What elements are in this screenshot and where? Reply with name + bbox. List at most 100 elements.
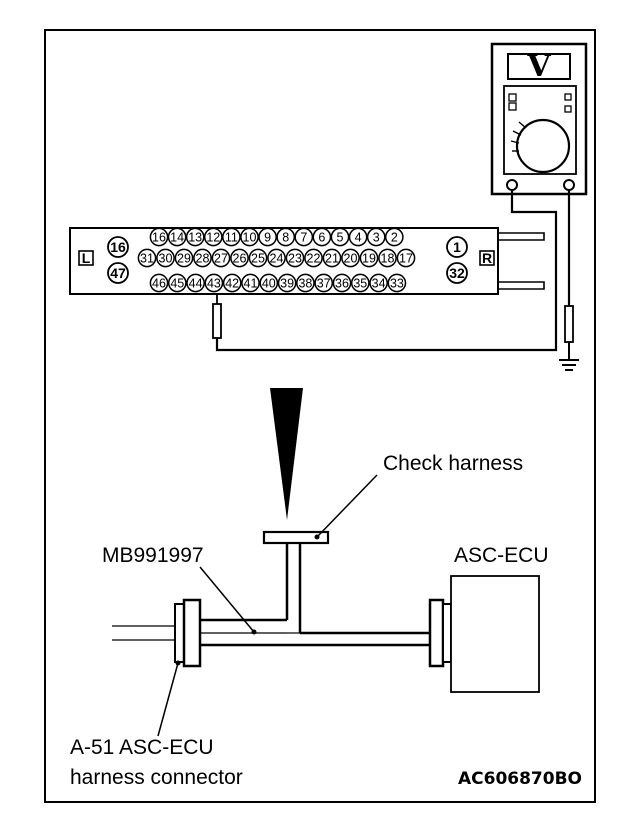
connector-label-line2: harness connector (70, 766, 243, 789)
connector-pin-label: 20 (344, 251, 358, 265)
connector-pin-label: 33 (390, 276, 404, 290)
ground-probe (564, 305, 574, 343)
check-harness-connector (262, 530, 330, 545)
connector-pin (230, 248, 249, 268)
connector-pin-label: 40 (262, 276, 276, 290)
connector-pin-label: 44 (189, 276, 203, 290)
leader-dot (175, 660, 181, 666)
connector-pin (156, 248, 175, 268)
connector-pin-label: 25 (251, 251, 265, 265)
connector-label-line1: A-51 ASC-ECU (70, 736, 214, 759)
meter-lead-to-pin (215, 190, 558, 352)
connector-pin (204, 273, 224, 293)
connector-pin (259, 273, 279, 293)
connector-pin-label: 27 (214, 251, 228, 265)
connector-pin-label: 23 (288, 251, 302, 265)
connector-pin (186, 273, 205, 293)
connector-pin-label: 7 (300, 230, 307, 244)
connector-pin-label: 41 (244, 276, 258, 290)
connector-pin (258, 227, 277, 247)
connector-latch-top (498, 232, 545, 241)
connector-pin (203, 227, 223, 247)
connector-pin (446, 262, 468, 284)
connector-pin-label: 1 (453, 239, 461, 255)
test-probe (212, 303, 222, 339)
leader-line-special-tool (199, 566, 255, 633)
connector-pin (330, 227, 350, 247)
voltmeter-display (507, 53, 571, 80)
connector-pin-label: 4 (355, 230, 362, 244)
connector-latch-bottom (498, 281, 545, 290)
connector-pin (341, 248, 360, 268)
connector-pin (332, 273, 352, 293)
connector-pin-label: 8 (282, 230, 289, 244)
connector-pin (348, 227, 368, 247)
connector-pin-label: 32 (449, 265, 465, 281)
connector-pin-label: 12 (206, 230, 220, 244)
connector-pin-label: 6 (318, 230, 325, 244)
connector-pin (304, 248, 323, 268)
voltmeter-dial-ticks (510, 121, 527, 152)
connector-pin (277, 273, 297, 293)
connector-pin (312, 227, 332, 247)
leader-dot (251, 629, 257, 635)
connector-pin-label: 24 (270, 251, 284, 265)
voltmeter-terminal-positive (563, 179, 575, 191)
connector-pin-label: 45 (170, 276, 184, 290)
connector-pin-label: 19 (362, 251, 376, 265)
ground-symbol (559, 342, 579, 371)
connector-side-marker-left (78, 250, 94, 266)
connector-side-marker-right (479, 250, 495, 266)
connector-pin (366, 227, 386, 247)
connector-pin-label: 36 (335, 276, 349, 290)
leader-dot (314, 534, 320, 540)
connector-pin (222, 273, 242, 293)
leader-line-check-harness (316, 474, 378, 538)
connector-pin (240, 227, 259, 247)
connector-pin (359, 248, 379, 268)
ecu-connector-flange (428, 598, 445, 668)
connector-pin (211, 248, 231, 268)
connector-pin-label: 11 (225, 230, 238, 244)
connector-pin (396, 248, 416, 268)
connector-pin (276, 227, 296, 247)
special-tool-label: MB991997 (102, 544, 204, 567)
connector-pin-label: 47 (110, 265, 126, 281)
connector-pin-label: 16 (152, 230, 166, 244)
asc-ecu-box (450, 575, 540, 693)
voltmeter-unit-label: V (526, 49, 551, 84)
connector-pin-label: 22 (307, 251, 321, 265)
connector-pin-label: 5 (337, 230, 344, 244)
connector-side-label-right: R (482, 250, 492, 266)
connector-pin (241, 273, 260, 293)
connector-pin (167, 273, 187, 293)
connector-pin (193, 248, 212, 268)
voltmeter-indicator-square (564, 105, 572, 113)
connector-pin (369, 273, 388, 293)
figure-frame (44, 29, 596, 803)
connector-pin (296, 273, 315, 293)
connector-pin (294, 227, 314, 247)
connector-pin-label: 10 (243, 230, 257, 244)
connector-pin-label: 39 (280, 276, 294, 290)
connector-pin (222, 227, 241, 247)
connector-pin-label: 14 (170, 230, 184, 244)
connector-pin (174, 248, 194, 268)
connector-pin (446, 236, 468, 258)
connector-pin-label: 43 (207, 276, 221, 290)
connector-pin-label: 34 (372, 276, 386, 290)
connector-pin-label: 3 (373, 230, 380, 244)
connector-pin (350, 273, 370, 293)
connector-pin (267, 248, 286, 268)
connector-pin-label: 31 (140, 251, 154, 265)
check-harness-label: Check harness (383, 452, 523, 475)
connector-pin-label: 17 (399, 251, 413, 265)
check-harness-assembly (112, 530, 540, 693)
view-direction-arrow (270, 388, 303, 520)
connector-pin-label: 9 (264, 230, 271, 244)
connector-pin-label: 46 (152, 276, 166, 290)
connector-pin (314, 273, 334, 293)
connector-pin (185, 227, 205, 247)
